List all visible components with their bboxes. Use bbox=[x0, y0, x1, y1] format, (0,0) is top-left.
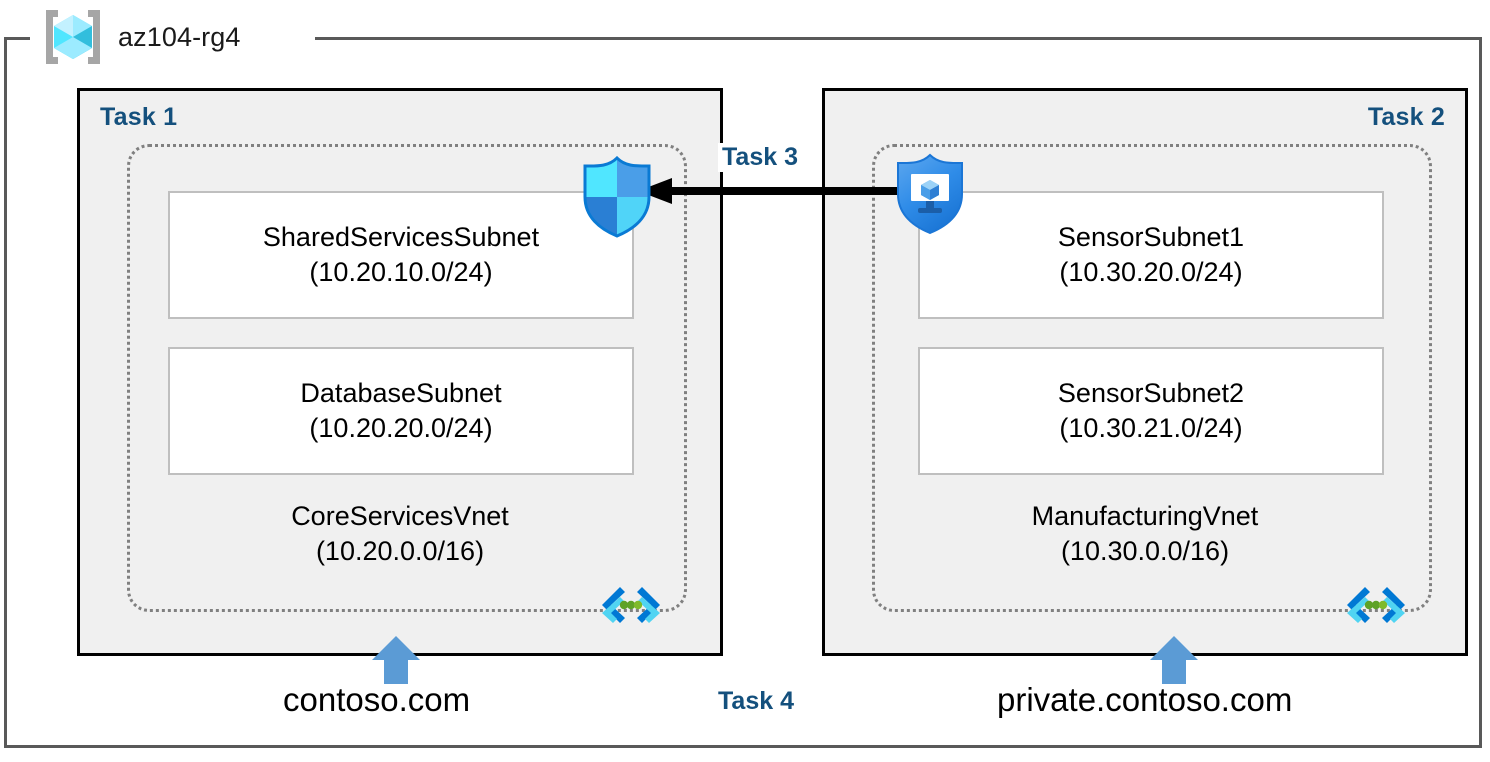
network-security-group-shield-icon bbox=[583, 155, 651, 238]
public-dns-zone-label: contoso.com bbox=[283, 681, 471, 718]
subnet-name: SharedServicesSubnet bbox=[262, 222, 540, 253]
subnet-cidr: (10.20.10.0/24) bbox=[309, 257, 493, 287]
vnet-name: CoreServicesVnet bbox=[291, 501, 509, 531]
vnet-peering-arrow bbox=[638, 178, 904, 204]
resource-group-boundary bbox=[4, 37, 1482, 748]
resource-group-header: az104-rg4 bbox=[40, 6, 240, 68]
subnet-name: DatabaseSubnet bbox=[300, 378, 502, 409]
private-dns-zone-label: private.contoso.com bbox=[997, 681, 1293, 718]
subnet-database: DatabaseSubnet (10.20.20.0/24) bbox=[168, 347, 634, 475]
task-3-label: Task 3 bbox=[718, 143, 802, 172]
task-2-label: Task 2 bbox=[1367, 103, 1445, 131]
subnet-shared-services: SharedServicesSubnet (10.20.10.0/24) bbox=[168, 191, 634, 319]
core-services-vnet-boundary bbox=[127, 144, 687, 612]
dns-link-arrow-up-left bbox=[372, 636, 420, 684]
vnet-name: ManufacturingVnet bbox=[1031, 501, 1259, 531]
vnet-cidr: (10.30.0.0/16) bbox=[1060, 535, 1230, 566]
bastion-shield-monitor-icon bbox=[897, 153, 963, 235]
dns-link-arrow-up-right bbox=[1150, 636, 1198, 684]
manufacturing-vnet-boundary bbox=[872, 144, 1432, 612]
subnet-sensor-1: SensorSubnet1 (10.30.20.0/24) bbox=[918, 191, 1384, 319]
subnet-name: SensorSubnet1 bbox=[1057, 222, 1245, 253]
task-4-label: Task 4 bbox=[718, 687, 794, 715]
subnet-cidr: (10.30.20.0/24) bbox=[1059, 257, 1243, 287]
dns-zone-code-brackets-icon bbox=[1347, 587, 1405, 623]
resource-group-name: az104-rg4 bbox=[118, 21, 241, 52]
subnet-sensor-2: SensorSubnet2 (10.30.21.0/24) bbox=[918, 347, 1384, 475]
manufacturing-vnet-caption: ManufacturingVnet (10.30.0.0/16) bbox=[825, 499, 1465, 568]
resource-group-cube-icon bbox=[46, 10, 100, 64]
dns-zone-code-brackets-icon bbox=[602, 587, 660, 623]
task-1-container: Task 1 SharedServicesSubnet (10.20.10.0/… bbox=[77, 88, 723, 656]
task-1-label: Task 1 bbox=[100, 103, 178, 131]
vnet-cidr: (10.20.0.0/16) bbox=[315, 535, 485, 566]
subnet-name: SensorSubnet2 bbox=[1057, 378, 1245, 409]
core-services-vnet-caption: CoreServicesVnet (10.20.0.0/16) bbox=[80, 499, 720, 568]
subnet-cidr: (10.20.20.0/24) bbox=[309, 413, 493, 443]
subnet-cidr: (10.30.21.0/24) bbox=[1059, 413, 1243, 443]
